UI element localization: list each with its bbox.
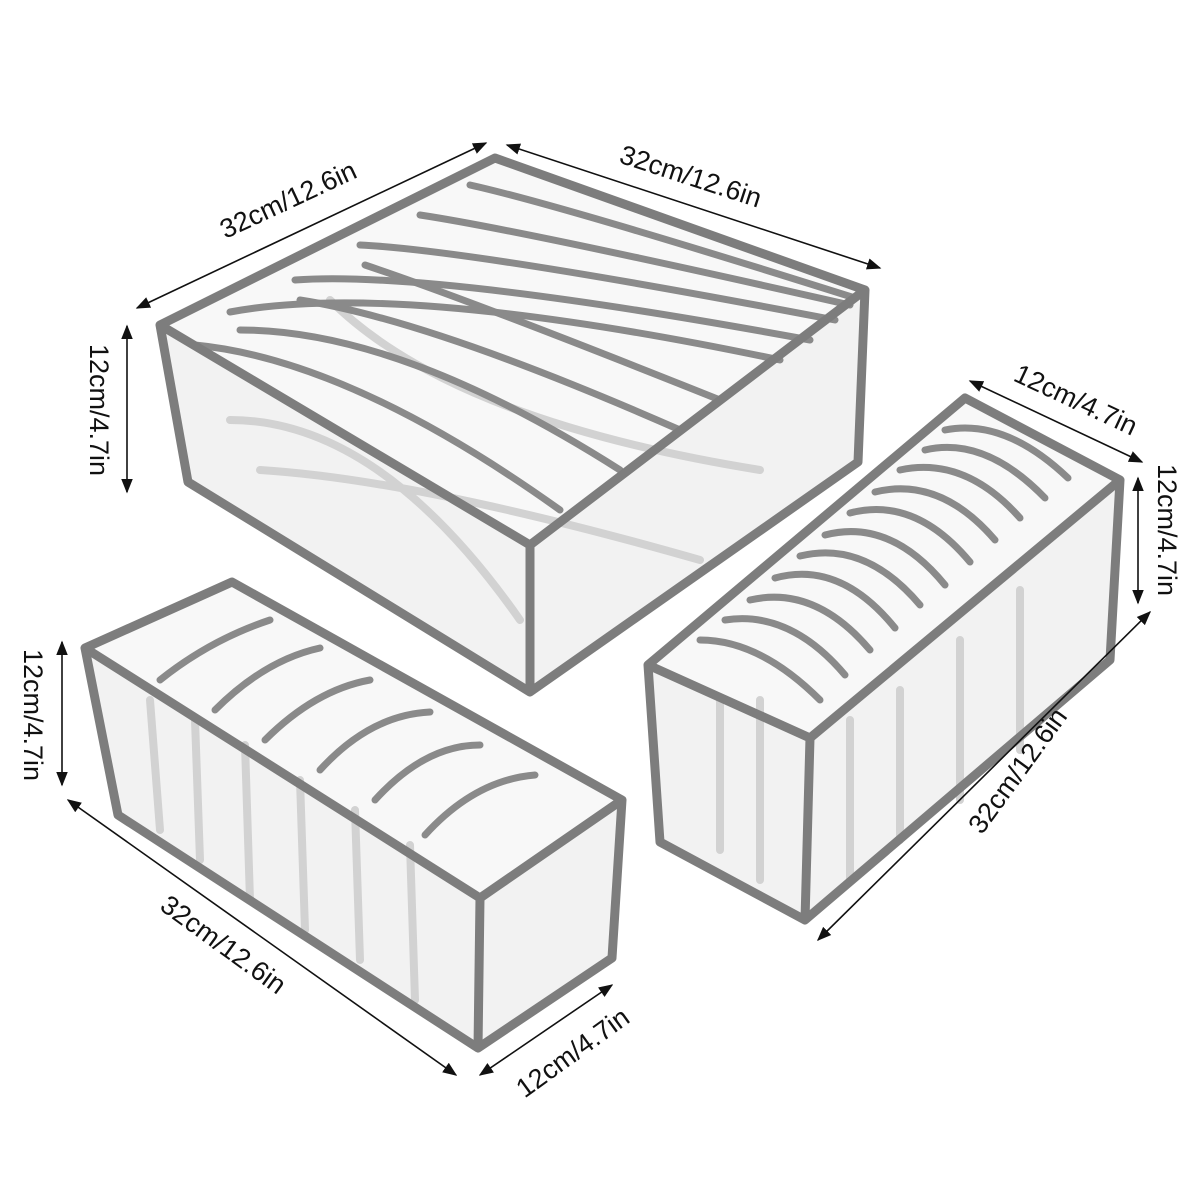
left-box-height-label: 12cm/4.7in — [18, 649, 48, 781]
large-box-width-arrow — [505, 143, 882, 270]
right-box-height-label: 12cm/4.7in — [1152, 464, 1182, 596]
right-box-width-arrow — [968, 380, 1144, 463]
large-box-length-arrow — [135, 142, 488, 309]
left-box-width-arrow — [478, 984, 614, 1076]
left-box-length-arrow — [66, 799, 458, 1076]
large-box-width-label: 32cm/12.6in — [616, 139, 765, 213]
right-box-length-arrow — [816, 610, 1152, 942]
large-box-height-label: 12cm/4.7in — [84, 344, 114, 476]
